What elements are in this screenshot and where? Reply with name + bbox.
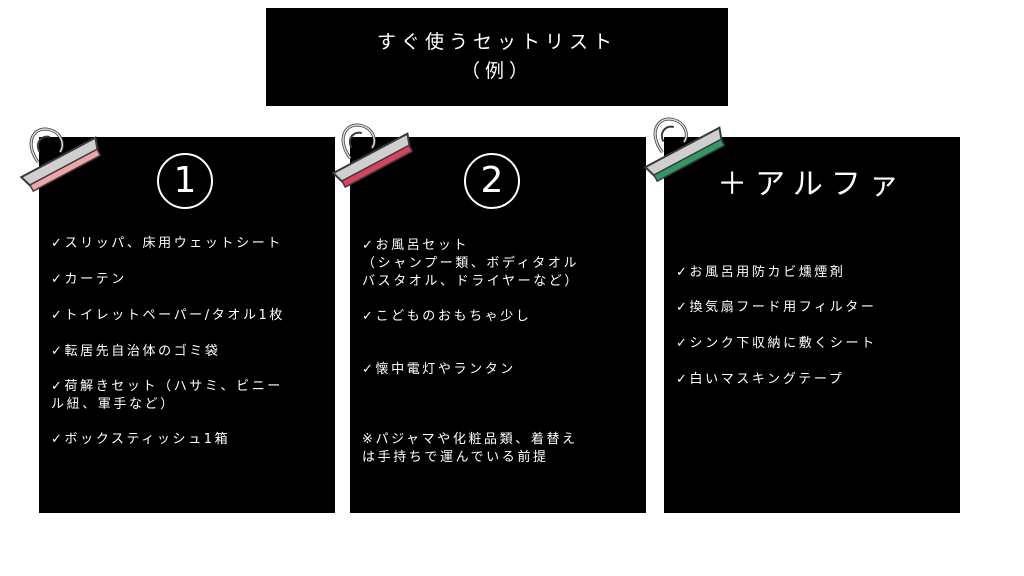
list-item: ✓白いマスキングテープ	[676, 372, 845, 387]
list-item: ✓スリッパ、床用ウェットシート	[51, 236, 283, 251]
card-2-heading: 2	[464, 153, 520, 209]
list-item: ✓荷解きセット（ハサミ、ビニー ル紐、軍手など）	[51, 379, 283, 412]
list-item: ✓トイレットペーパー/タオル1枚	[51, 308, 286, 323]
binder-clip-icon	[331, 123, 414, 189]
checklist-card-plus-alpha: ＋アルファ ✓お風呂用防カビ燻煙剤 ✓換気扇フード用フィルター ✓シンク下収納に…	[664, 137, 960, 513]
checklist-card-1: 1 ✓スリッパ、床用ウェットシート ✓カーテン ✓トイレットペーパー/タオル1枚…	[39, 137, 335, 513]
note-text: ※パジャマや化粧品類、着替え は手持ちで運んでいる前提	[362, 432, 578, 465]
card-1-heading: 1	[157, 153, 213, 209]
list-item: ✓お風呂用防カビ燻煙剤	[676, 265, 846, 280]
list-item: ✓カーテン	[51, 272, 127, 287]
page-title-line2: （例）	[460, 60, 533, 82]
list-item: ✓こどものおもちゃ少し	[362, 309, 532, 324]
checklist-card-2: 2 ✓お風呂セット （シャンプー類、ボディタオル バスタオル、ドライヤーなど） …	[350, 137, 646, 513]
list-item: ✓懐中電灯やランタン	[362, 362, 516, 377]
list-item: ✓換気扇フード用フィルター	[676, 300, 877, 315]
card-3-heading: ＋アルファ	[717, 167, 907, 202]
binder-clip-icon	[19, 127, 102, 193]
page-title: すぐ使うセットリスト （例）	[266, 8, 728, 106]
binder-clip-icon	[643, 117, 726, 183]
list-item: ✓ボックスティッシュ1箱	[51, 432, 231, 447]
list-item: ✓お風呂セット （シャンプー類、ボディタオル バスタオル、ドライヤーなど）	[362, 238, 581, 289]
list-item: ✓転居先自治体のゴミ袋	[51, 344, 221, 359]
list-item: ✓シンク下収納に敷くシート	[676, 336, 877, 351]
page-title-line1: すぐ使うセットリスト	[376, 31, 617, 53]
